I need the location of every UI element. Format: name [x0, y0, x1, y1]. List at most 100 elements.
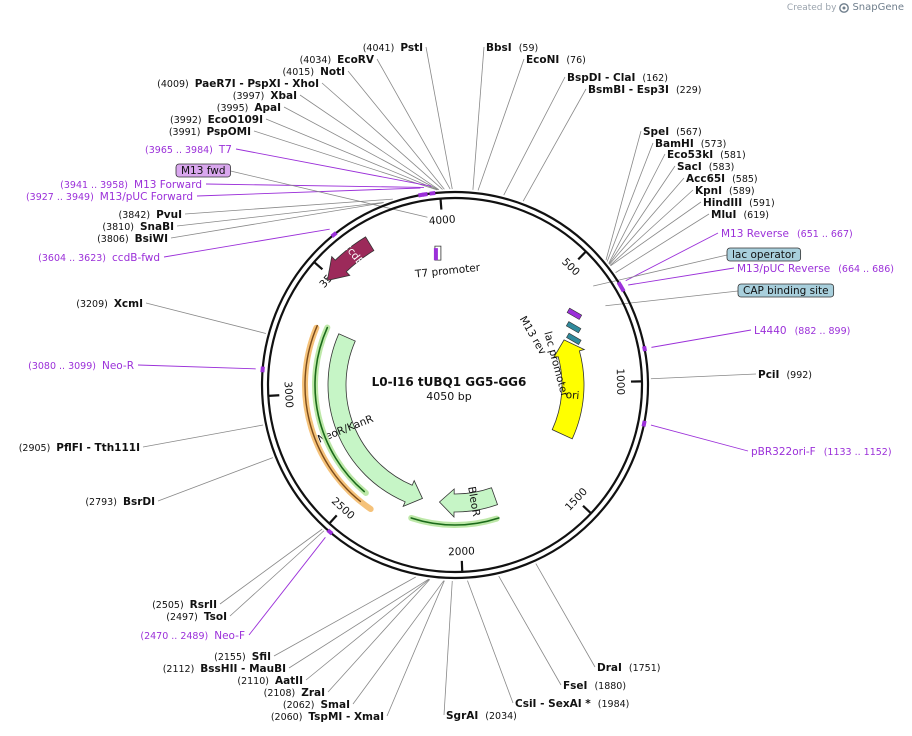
- enzyme-site-noti[interactable]: NotI: [320, 66, 345, 78]
- enzyme-position: (2497): [166, 612, 198, 623]
- feature-m13-forward[interactable]: M13 Forward: [134, 179, 202, 191]
- enzyme-leader-line: [615, 213, 710, 273]
- feature-leader-line: [163, 228, 330, 258]
- enzyme-site-xcmi[interactable]: XcmI: [114, 298, 143, 310]
- enzyme-site-hindiii[interactable]: HindIII: [703, 197, 742, 209]
- enzyme-position: (3997): [233, 91, 265, 102]
- enzyme-site-fsei[interactable]: FseI: [563, 680, 587, 692]
- enzyme-position: (1751): [629, 663, 661, 674]
- enzyme-site-rsrii[interactable]: RsrII: [190, 599, 217, 611]
- feature-neo-f[interactable]: Neo-F: [214, 630, 245, 642]
- enzyme-site-bsmbi-esp3i[interactable]: BsmBI - Esp3I: [588, 84, 669, 96]
- enzyme-leader-line: [443, 580, 453, 716]
- enzyme-site-apai[interactable]: ApaI: [254, 102, 281, 114]
- enzyme-site-tspmi-xmai[interactable]: TspMI - XmaI: [308, 711, 384, 723]
- enzyme-position: (76): [566, 55, 586, 66]
- enzyme-site-pflfi-tth111i[interactable]: PflFI - Tth111I: [56, 442, 140, 454]
- enzyme-site-kpni[interactable]: KpnI: [695, 185, 722, 197]
- feature-ccdb-fwd[interactable]: ccdB-fwd: [112, 252, 160, 264]
- enzyme-leader-line: [305, 578, 430, 681]
- enzyme-site-sfii[interactable]: SfiI: [252, 651, 271, 663]
- enzyme-leader-line: [327, 579, 431, 693]
- enzyme-leader-line: [610, 201, 702, 267]
- enzyme-position: (162): [642, 73, 668, 84]
- boxed-feature-lac-operator[interactable]: lac operator: [726, 247, 802, 262]
- enzyme-site-pspomi[interactable]: PspOMI: [206, 126, 251, 138]
- enzyme-position: (2505): [152, 600, 184, 611]
- enzyme-site-psti[interactable]: PstI: [400, 42, 423, 54]
- enzyme-site-csii-sexai[interactable]: CsiI - SexAI *: [515, 698, 591, 710]
- feature-neo-r[interactable]: Neo-R: [102, 360, 134, 372]
- enzyme-site-tsoi[interactable]: TsoI: [204, 611, 227, 623]
- feature-t7[interactable]: T7: [218, 144, 232, 156]
- feature-arrow-ori[interactable]: [551, 339, 586, 440]
- enzyme-site-paer7i-pspxi-xhoi[interactable]: PaeR7I - PspXI - XhoI: [195, 78, 319, 90]
- enzyme-site-sgrai[interactable]: SgrAI: [446, 710, 478, 722]
- enzyme-site-bamhi[interactable]: BamHI: [655, 138, 694, 150]
- enzyme-site-snabi[interactable]: SnaBI: [140, 221, 174, 233]
- enzyme-position: (229): [676, 85, 702, 96]
- enzyme-site-bspdi-clai[interactable]: BspDI - ClaI: [567, 72, 635, 84]
- feature-arrow-ccdb[interactable]: [326, 236, 375, 281]
- boxed-feature-label: lac operator: [732, 249, 796, 261]
- credit-prefix: Created by: [786, 2, 837, 13]
- enzyme-leader-line: [219, 528, 323, 605]
- enzyme-site-bbsi[interactable]: BbsI: [486, 42, 512, 54]
- feature-range: (882 .. 899): [795, 326, 851, 337]
- enzyme-leader-line: [425, 46, 453, 190]
- enzyme-site-econi[interactable]: EcoNI: [526, 54, 559, 66]
- leader-lines: [137, 46, 757, 717]
- feature-m13-puc-reverse[interactable]: M13/pUC Reverse: [737, 263, 830, 275]
- feature-m13-reverse[interactable]: M13 Reverse: [721, 228, 789, 240]
- enzyme-position: (619): [743, 210, 769, 221]
- enzyme-site-aatii[interactable]: AatII: [275, 675, 303, 687]
- bleor-cds-track-line: [410, 517, 500, 526]
- primer-mark: [429, 191, 436, 196]
- enzyme-site-spei[interactable]: SpeI: [643, 126, 669, 138]
- enzyme-site-mlui[interactable]: MluI: [711, 209, 736, 221]
- enzyme-site-bsrdi[interactable]: BsrDI: [123, 496, 155, 508]
- feature-leader-line: [625, 232, 719, 282]
- created-by-credit[interactable]: Created by SnapGene: [787, 2, 904, 13]
- enzyme-site-ecorv[interactable]: EcoRV: [337, 54, 375, 66]
- enzyme-site-smai[interactable]: SmaI: [321, 699, 351, 711]
- enzyme-site-pvui[interactable]: PvuI: [156, 209, 182, 221]
- enzyme-site-saci[interactable]: SacI: [677, 161, 702, 173]
- feature-arrow-neor-kanr[interactable]: [327, 333, 424, 508]
- plasmid-size: 4050 bp: [426, 390, 471, 403]
- enzyme-site-ecoo109i[interactable]: EcoO109I: [208, 114, 263, 126]
- enzyme-position: (1880): [594, 681, 626, 692]
- feature-leader-line: [196, 187, 421, 197]
- enzyme-leader-line: [176, 202, 384, 227]
- enzyme-site-zrai[interactable]: ZraI: [301, 687, 325, 699]
- feature-leader-line: [651, 329, 752, 348]
- enzyme-leader-line: [650, 373, 757, 380]
- feature-arrow-bleor[interactable]: [438, 487, 499, 518]
- enzyme-leader-line: [273, 576, 416, 657]
- enzyme-site-xbai[interactable]: XbaI: [270, 90, 297, 102]
- enzyme-site-bsshii-maubi[interactable]: BssHII - MauBI: [200, 663, 286, 675]
- feature-range: (3080 .. 3099): [28, 361, 96, 372]
- enzyme-leader-line: [229, 530, 325, 617]
- enzyme-site-pcii[interactable]: PciI: [758, 369, 779, 381]
- enzyme-leader-line: [472, 46, 485, 190]
- enzyme-site-acc65i[interactable]: Acc65I: [686, 173, 725, 185]
- tick-mark: [328, 514, 338, 525]
- enzyme-position: (583): [709, 162, 735, 173]
- enzyme-leader-line: [184, 198, 393, 215]
- feature-m13-puc-forward[interactable]: M13/pUC Forward: [100, 191, 193, 203]
- plasmid-name: L0-I16 tUBQ1 GG5-GG6: [372, 375, 527, 389]
- primer-mark: [642, 345, 647, 352]
- boxed-feature-m13-fwd[interactable]: M13 fwd: [175, 163, 231, 178]
- enzyme-site-drai[interactable]: DraI: [597, 662, 622, 674]
- boxed-feature-cap-binding-site[interactable]: CAP binding site: [737, 283, 835, 298]
- enzyme-site-bsiwi[interactable]: BsiWI: [135, 233, 168, 245]
- enzyme-position: (2155): [214, 652, 246, 663]
- feature-range: (664 .. 686): [838, 264, 894, 275]
- boxed-feature-leader: [605, 290, 739, 307]
- feature-l4440[interactable]: L4440: [754, 325, 787, 337]
- enzyme-site-eco53ki[interactable]: Eco53kI: [667, 149, 713, 161]
- feature-pbr322ori-f[interactable]: pBR322ori-F: [751, 446, 816, 458]
- credit-brand: SnapGene: [852, 2, 904, 13]
